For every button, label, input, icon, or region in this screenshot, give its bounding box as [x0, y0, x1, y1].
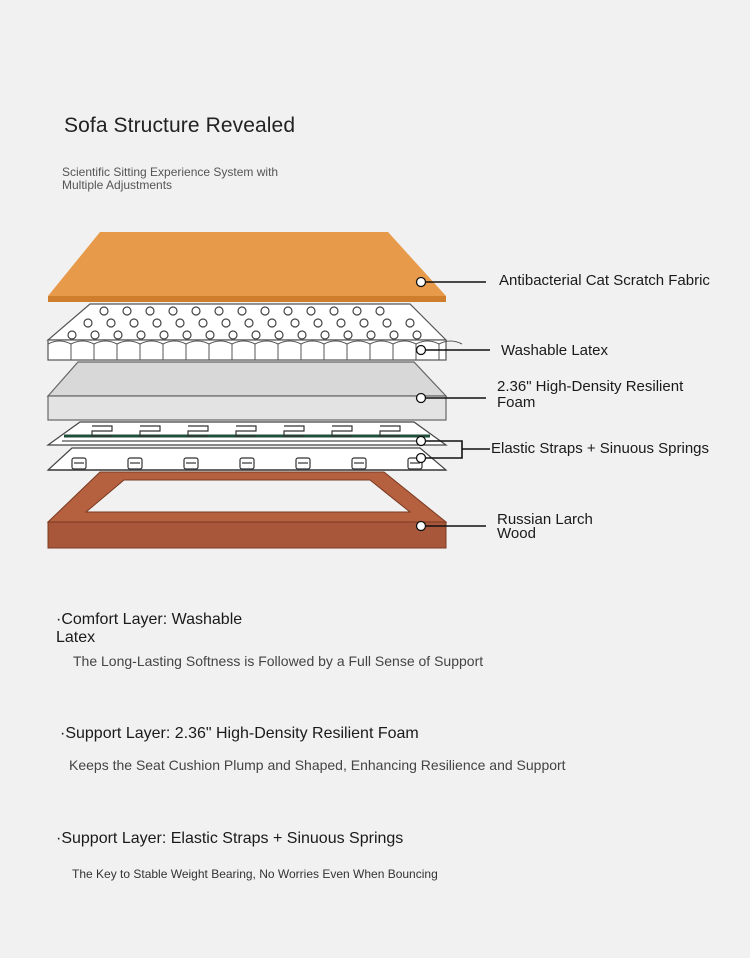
spring-layer	[46, 421, 448, 471]
latex-hole-icon	[359, 318, 369, 328]
section-foam-desc: Keeps the Seat Cushion Plump and Shaped,…	[69, 757, 566, 773]
latex-hole-icon	[343, 330, 353, 340]
latex-hole-icon	[67, 330, 77, 340]
latex-hole-icon	[329, 306, 339, 316]
latex-cell-icon	[116, 340, 141, 345]
latex-cell-icon	[162, 340, 187, 345]
label-foam: 2.36" High-Density Resilient Foam	[497, 378, 684, 411]
latex-hole-icon	[129, 318, 139, 328]
latex-cell-icon	[323, 340, 348, 345]
latex-hole-icon	[152, 318, 162, 328]
section-comfort-desc: The Long-Lasting Softness is Followed by…	[73, 653, 484, 669]
spring-zigzag-icon	[331, 425, 353, 437]
latex-hole-icon	[320, 330, 330, 340]
section-springs-desc: The Key to Stable Weight Bearing, No Wor…	[72, 867, 438, 881]
latex-cell-icon	[47, 340, 72, 345]
section-comfort-title: ·Comfort Layer: Washable Latex	[56, 611, 243, 646]
latex-hole-icon	[214, 306, 224, 316]
latex-cell-icon	[300, 340, 325, 345]
latex-cell-icon	[139, 340, 164, 345]
label-springs: Elastic Straps + Sinuous Springs	[491, 440, 710, 457]
latex-hole-icon	[306, 306, 316, 316]
latex-hole-icon	[182, 330, 192, 340]
latex-hole-icon	[90, 330, 100, 340]
latex-cell-icon	[277, 340, 302, 345]
latex-hole-icon	[382, 318, 392, 328]
latex-cell-icon	[392, 340, 417, 345]
spring-zigzag-icon	[91, 425, 113, 437]
latex-hole-icon	[290, 318, 300, 328]
section-springs-title: ·Support Layer: Elastic Straps + Sinuous…	[56, 830, 404, 847]
latex-cell-icon	[185, 340, 210, 345]
wood-marker	[415, 520, 427, 532]
latex-hole-icon	[122, 306, 132, 316]
latex-hole-icon	[251, 330, 261, 340]
label-wood: Russian Larch Wood	[497, 511, 593, 542]
fabric-layer	[48, 232, 446, 302]
latex-hole-icon	[274, 330, 284, 340]
latex-cell-icon	[438, 340, 463, 345]
latex-hole-icon	[228, 330, 238, 340]
fabric-marker	[415, 276, 427, 288]
foam-layer	[46, 361, 448, 421]
latex-cell-icon	[231, 340, 256, 345]
foam-marker	[415, 392, 427, 404]
latex-hole-icon	[297, 330, 307, 340]
latex-hole-icon	[352, 306, 362, 316]
latex-cell-icon	[254, 340, 279, 345]
page-title: Sofa Structure Revealed	[64, 114, 296, 137]
straps-marker	[415, 435, 427, 447]
latex-hole-icon	[191, 306, 201, 316]
spring-zigzag-icon	[139, 425, 161, 437]
latex-hole-icon	[136, 330, 146, 340]
label-fabric: Antibacterial Cat Scratch Fabric	[499, 272, 710, 289]
latex-marker	[415, 344, 427, 356]
latex-cell-icon	[70, 340, 95, 345]
latex-hole-icon	[205, 330, 215, 340]
sofa-layer-diagram	[46, 232, 490, 549]
latex-hole-icon	[336, 318, 346, 328]
latex-hole-icon	[260, 306, 270, 316]
latex-cell-icon	[346, 340, 371, 345]
latex-hole-icon	[244, 318, 254, 328]
latex-hole-icon	[83, 318, 93, 328]
latex-hole-icon	[168, 306, 178, 316]
latex-hole-icon	[145, 306, 155, 316]
spring-zigzag-icon	[187, 425, 209, 437]
latex-hole-icon	[366, 330, 376, 340]
latex-layer	[46, 303, 463, 361]
spring-zigzag-icon	[235, 425, 257, 437]
latex-cell-icon	[369, 340, 394, 345]
latex-hole-icon	[198, 318, 208, 328]
leader-lines	[421, 281, 490, 527]
springs-marker	[415, 452, 427, 464]
label-latex: Washable Latex	[501, 342, 609, 359]
latex-hole-icon	[113, 330, 123, 340]
latex-cell-icon	[208, 340, 233, 345]
latex-hole-icon	[99, 306, 109, 316]
latex-hole-icon	[405, 318, 415, 328]
latex-hole-icon	[159, 330, 169, 340]
spring-zigzag-icon	[283, 425, 305, 437]
latex-hole-icon	[221, 318, 231, 328]
latex-hole-icon	[106, 318, 116, 328]
latex-hole-icon	[267, 318, 277, 328]
latex-hole-icon	[283, 306, 293, 316]
wood-frame-layer	[46, 471, 448, 549]
latex-hole-icon	[375, 306, 385, 316]
latex-hole-icon	[237, 306, 247, 316]
latex-hole-icon	[313, 318, 323, 328]
page-subtitle: Scientific Sitting Experience System wit…	[62, 165, 279, 192]
spring-zigzag-icon	[379, 425, 401, 437]
section-foam-title: ·Support Layer: 2.36" High-Density Resil…	[60, 725, 419, 742]
latex-hole-icon	[175, 318, 185, 328]
latex-cell-icon	[93, 340, 118, 345]
latex-hole-icon	[412, 330, 422, 340]
latex-hole-icon	[389, 330, 399, 340]
latex-cell-icon	[415, 340, 440, 345]
